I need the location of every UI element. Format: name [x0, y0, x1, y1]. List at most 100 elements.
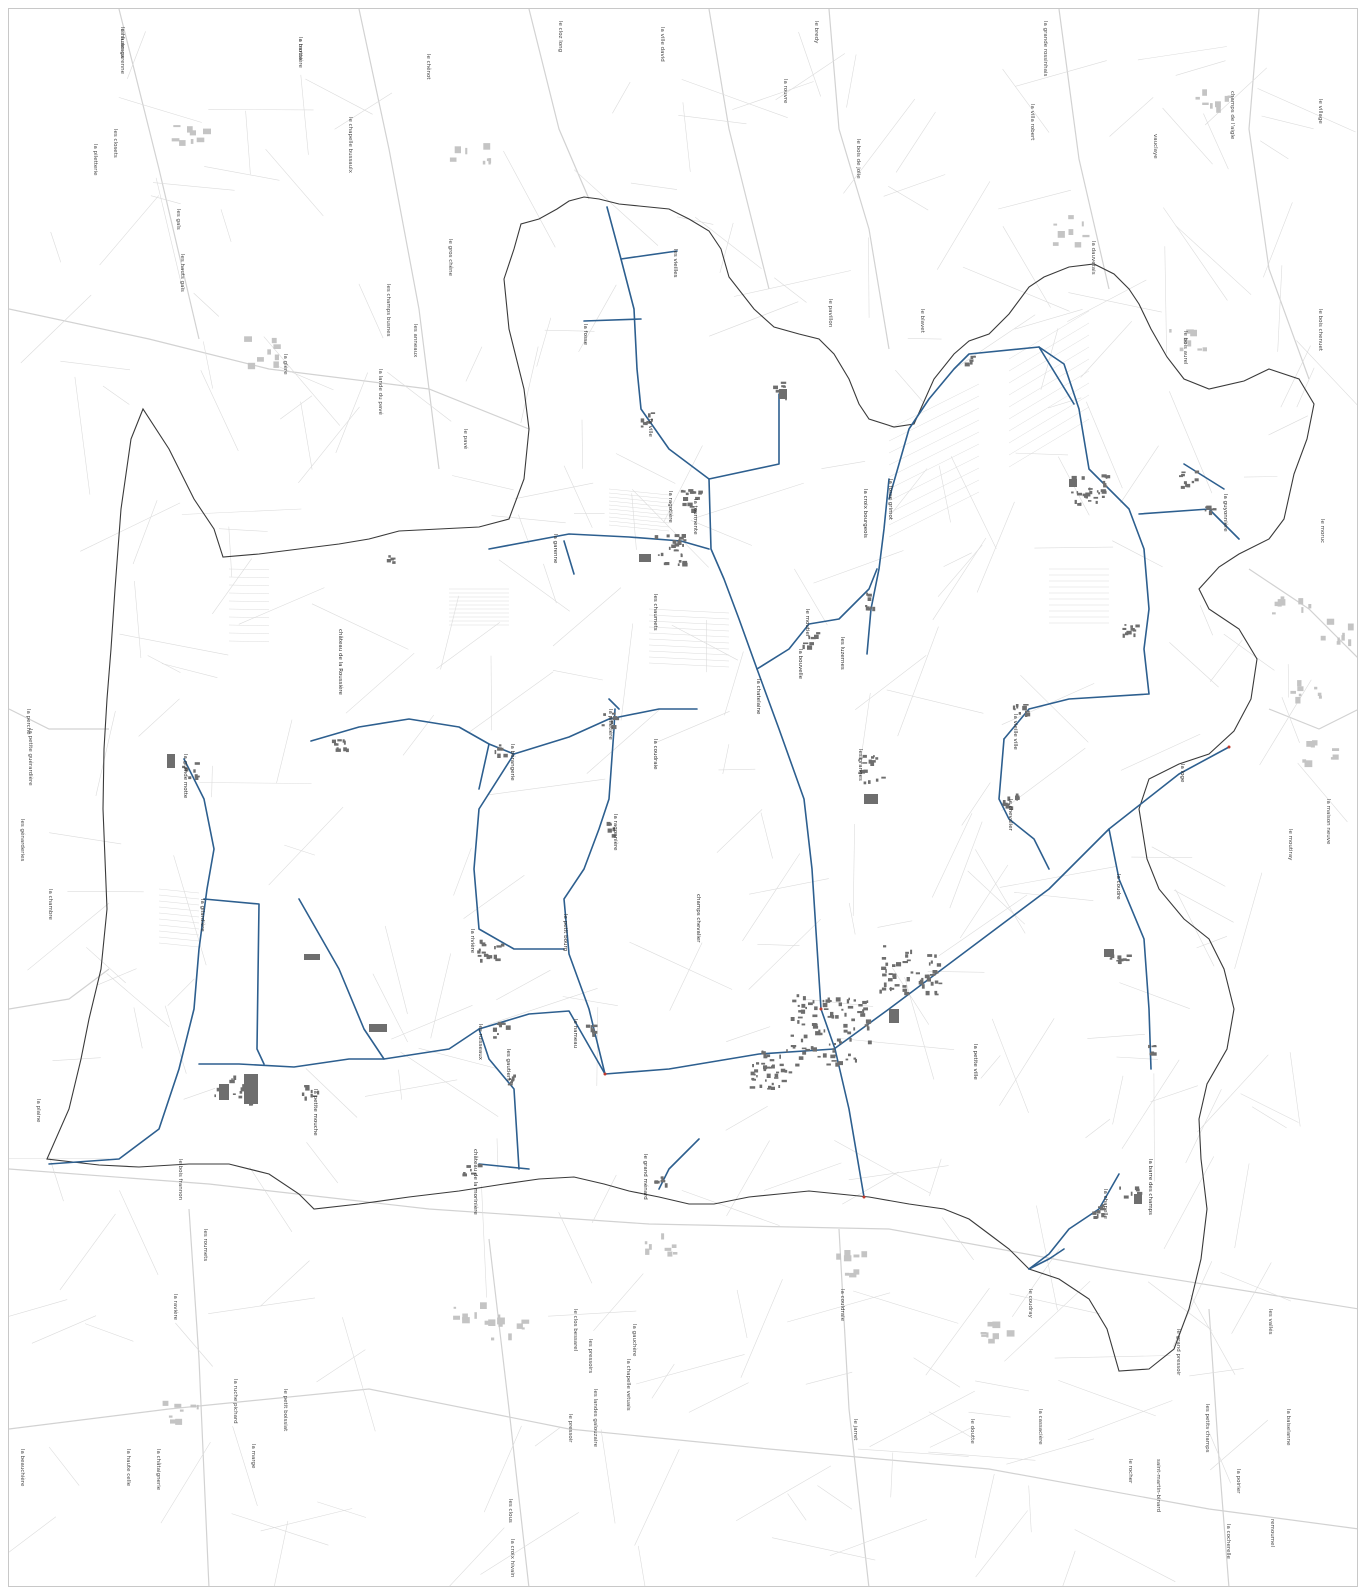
building [812, 1014, 818, 1018]
building [881, 966, 887, 970]
building [921, 977, 924, 982]
place-label: les landes galouzaire [592, 1389, 598, 1448]
strip-field [158, 912, 200, 918]
building [666, 534, 670, 538]
parcel-edge [245, 110, 251, 175]
building [516, 1323, 523, 1329]
building [845, 1058, 849, 1061]
parcel-edge [167, 978, 195, 1006]
building [868, 780, 871, 784]
parcel-edge [60, 360, 131, 371]
building [195, 776, 199, 780]
parcel-edge [453, 847, 472, 896]
place-label: la ruche pichard [232, 1379, 238, 1424]
building [756, 1075, 758, 1078]
building [831, 1015, 835, 1019]
building [854, 1059, 857, 1063]
building [826, 1063, 831, 1066]
parcel-edge [119, 1190, 159, 1276]
building [1191, 480, 1195, 484]
building [680, 554, 683, 558]
building [1290, 690, 1296, 694]
building [508, 1333, 512, 1341]
building [513, 1074, 516, 1078]
building [766, 1073, 771, 1078]
parcel-edge [465, 346, 483, 382]
place-label: la marge [250, 1444, 256, 1469]
parcel-edge [635, 1354, 745, 1385]
parcel-edge [651, 1363, 675, 1399]
building [853, 999, 856, 1002]
parcel-edge [106, 973, 170, 1028]
building [1018, 712, 1021, 715]
place-label: le pavé [462, 429, 469, 450]
building [1206, 505, 1212, 510]
building [969, 359, 974, 362]
parcel-edge [975, 1510, 1028, 1578]
parcel-edge [208, 109, 314, 111]
building [1081, 476, 1085, 480]
building [831, 1060, 837, 1062]
strip-field [608, 496, 670, 504]
building [337, 739, 342, 742]
pipe-segment [658, 1138, 700, 1190]
place-label: les vieilles [672, 249, 678, 278]
building [1314, 686, 1318, 690]
building [865, 605, 868, 608]
building [857, 1011, 863, 1014]
place-label: le moutiray [1287, 829, 1293, 861]
building [644, 421, 648, 426]
parcel-edge [907, 338, 942, 340]
building [240, 1087, 245, 1092]
building [934, 993, 939, 996]
building [812, 1000, 815, 1004]
building [934, 990, 938, 994]
building [501, 747, 504, 751]
parcel-edge [736, 1465, 832, 1521]
parcel-edge [20, 294, 92, 364]
parcel-edge [895, 369, 924, 403]
parcel-edge [1074, 1529, 1176, 1582]
building [682, 502, 687, 507]
building [648, 1244, 652, 1250]
building [863, 1007, 868, 1011]
building [1085, 494, 1088, 499]
parcel-edge [928, 1451, 1036, 1461]
strip-field [648, 638, 730, 644]
place-label: le bois frannon [177, 1159, 183, 1201]
parcel-edge [119, 633, 229, 656]
parcel-edge [1020, 674, 1089, 743]
building [1153, 1045, 1157, 1047]
parcel-edge [1002, 68, 1050, 133]
building [780, 381, 787, 384]
strip-field [648, 620, 730, 626]
building [644, 1241, 648, 1245]
building [497, 1317, 505, 1325]
place-label: la glère [282, 354, 289, 375]
parcel-edge [852, 823, 855, 917]
parcel-edge [480, 1512, 579, 1575]
strip-field [888, 383, 980, 430]
building [779, 1063, 784, 1067]
parcel-edge [726, 1140, 770, 1217]
building [810, 636, 816, 640]
parcel-edge [1234, 872, 1263, 969]
pipe-network[interactable] [48, 206, 1240, 1270]
building [766, 1054, 771, 1058]
parcel-edge [787, 1493, 807, 1521]
place-label: les champs busnes [385, 284, 391, 337]
building [214, 1094, 216, 1098]
building [754, 1069, 759, 1073]
building [771, 1065, 773, 1068]
parcel-edge [520, 346, 539, 424]
building [1227, 95, 1233, 98]
building [823, 1008, 829, 1010]
pipe-segment [310, 708, 698, 755]
place-label: la ragonnière [612, 814, 619, 851]
building [603, 713, 606, 716]
barn [369, 1024, 387, 1032]
building [1298, 598, 1304, 605]
parcel-edge [84, 1323, 134, 1342]
building [508, 1078, 512, 1080]
